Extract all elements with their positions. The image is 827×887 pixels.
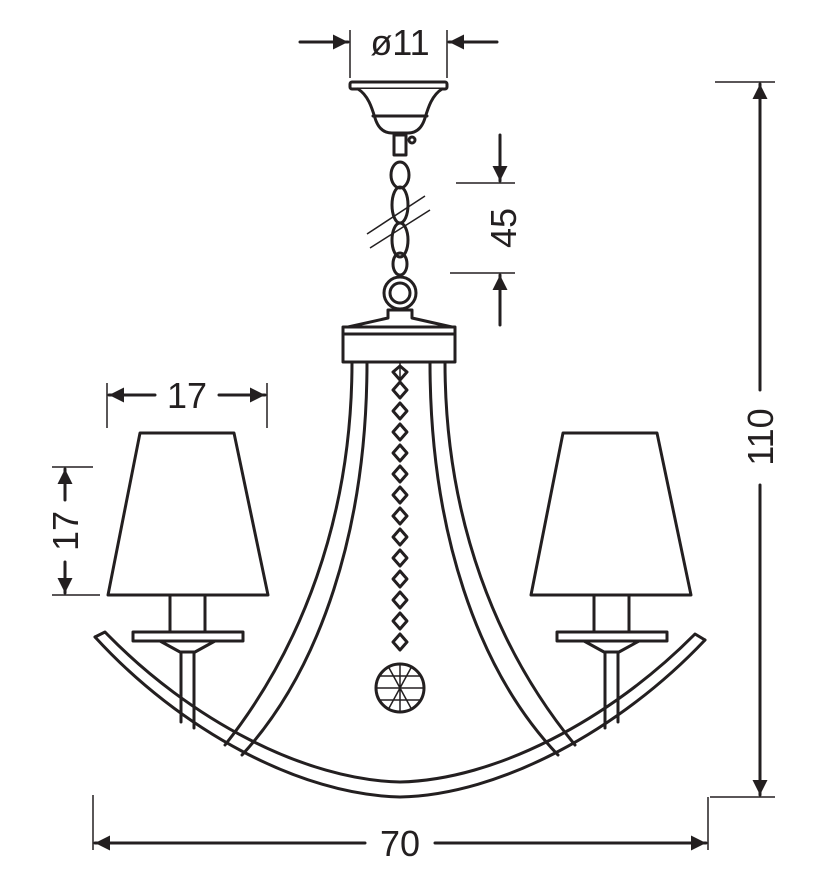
- crystal-bead: [391, 527, 409, 547]
- right-lamp: [529, 431, 693, 730]
- dimension-total-width: 70: [92, 795, 709, 864]
- left-lamp: [106, 431, 270, 730]
- crystal-bead: [391, 443, 409, 463]
- canopy-diameter-label: ø11: [370, 22, 429, 63]
- crystal-bead: [391, 632, 409, 652]
- crystal-bead: [391, 401, 409, 421]
- suspension-chain: [366, 133, 431, 311]
- dimension-chain-length: 45: [450, 133, 524, 327]
- crystal-bead: [391, 611, 409, 631]
- dimension-shade-width: 17: [106, 375, 268, 428]
- crystal-bead: [391, 485, 409, 505]
- crystal-bead: [391, 464, 409, 484]
- ceiling-canopy: [348, 80, 449, 135]
- crystal-bead: [391, 506, 409, 526]
- shade-width-label: 17: [167, 375, 207, 416]
- total-width-label: 70: [380, 823, 420, 864]
- dimension-total-height: 110: [710, 81, 781, 798]
- crystal-bead: [391, 590, 409, 610]
- dimension-canopy-diameter: ø11: [298, 22, 499, 78]
- dimension-shade-height: 17: [45, 466, 100, 596]
- crystal-bead: [391, 422, 409, 442]
- frame-arms: [93, 360, 707, 799]
- total-height-label: 110: [740, 408, 781, 465]
- crystal-bead: [391, 380, 409, 400]
- crystal-bead: [391, 569, 409, 589]
- shade-height-label: 17: [45, 511, 86, 551]
- chain-length-label: 45: [483, 208, 524, 248]
- crystal-pendant: [374, 362, 426, 714]
- crystal-bead: [391, 548, 409, 568]
- central-body: [341, 308, 457, 364]
